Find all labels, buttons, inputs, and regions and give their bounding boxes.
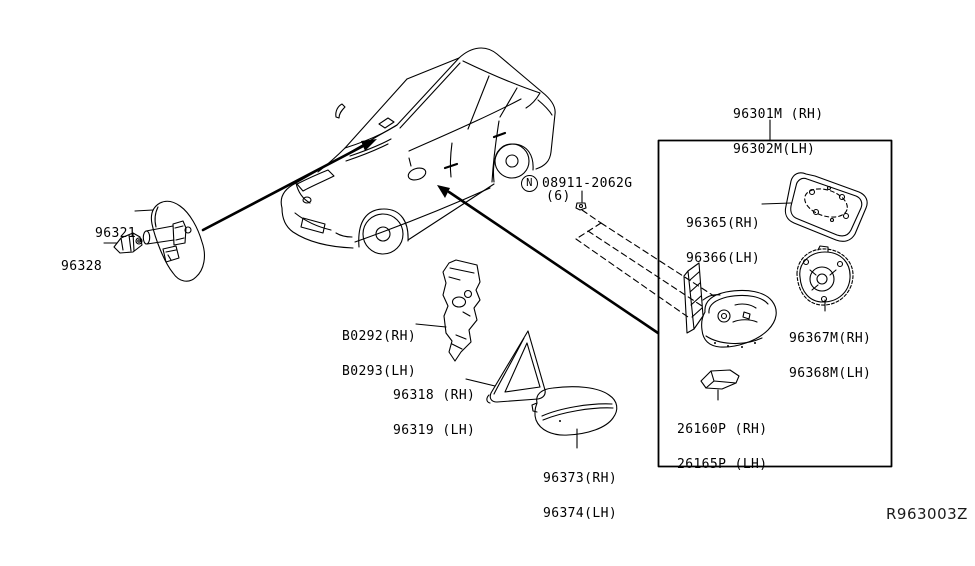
part-label-door-mirror-assembly: 96301M (RH) 96302M(LH) [733,86,824,178]
mirror-mount-cover-drawing [113,232,143,254]
nut-standard-symbol: N [521,175,538,192]
pointer-arrow-interior-mirror [201,139,377,232]
part-label-mirror-mount-cover: 96328 [61,238,102,296]
part-label-mirror-body-cover: 96373(RH) 96374(LH) [543,450,617,542]
leader-lines [103,119,826,449]
part-number-lh: 96319 (LH) [393,422,476,438]
diagram-ref-code: R963003Z [886,505,968,523]
assembly-box [657,139,893,468]
part-number-rh: 96367M(RH) [789,331,872,346]
part-label-door-corner-cover: B0292(RH) B0293(LH) [342,308,416,400]
part-number-rh: 96301M (RH) [733,107,824,122]
fastener-nut-drawing [575,190,587,211]
corner-finisher-drawing [486,330,546,404]
corner-bracket-drawing [442,259,481,362]
mirror-cap-drawing [531,386,618,436]
part-number-rh: 26160P (RH) [677,422,768,437]
part-number-lh: 96302M(LH) [733,141,816,157]
part-number-rh: 96373(RH) [543,471,618,486]
part-number-lh: 26165P (LH) [677,456,768,472]
mirror-glass-drawing [784,172,868,242]
vehicle-illustration [280,47,556,255]
part-label-interior-mirror: 96321 [95,205,136,263]
part-label-mirror-glass: 96365(RH) 96366(LH) [686,195,760,287]
interior-mirror-drawing [142,200,205,282]
part-number: 96321 [95,226,137,241]
part-label-side-turn-signal: 26160P (RH) 26165P (LH) [677,401,768,493]
assembly-dashed-lines [575,209,715,318]
door-mirror-assembly-drawing [683,262,777,348]
part-number-lh: 96368M(LH) [789,365,872,381]
part-number: 96328 [61,259,103,274]
part-number-lh: B0293(LH) [342,363,417,379]
part-label-mirror-actuator: 96367M(RH) 96368M(LH) [789,310,871,402]
pointer-arrow-door-mirror [437,185,660,335]
part-number-rh: 96318 (RH) [393,388,476,403]
part-number-lh: 96366(LH) [686,250,761,266]
part-number-rh: B0292(RH) [342,329,417,344]
part-label-corner-finisher: 96318 (RH) 96319 (LH) [393,367,475,459]
mirror-actuator-drawing [796,245,854,306]
part-number-rh: 96365(RH) [686,216,761,231]
fastener-quantity: (6) [546,189,571,204]
part-number: 08911-2062G [542,175,633,191]
turn-signal-drawing [700,369,740,390]
part-number-lh: 96374(LH) [543,505,618,521]
